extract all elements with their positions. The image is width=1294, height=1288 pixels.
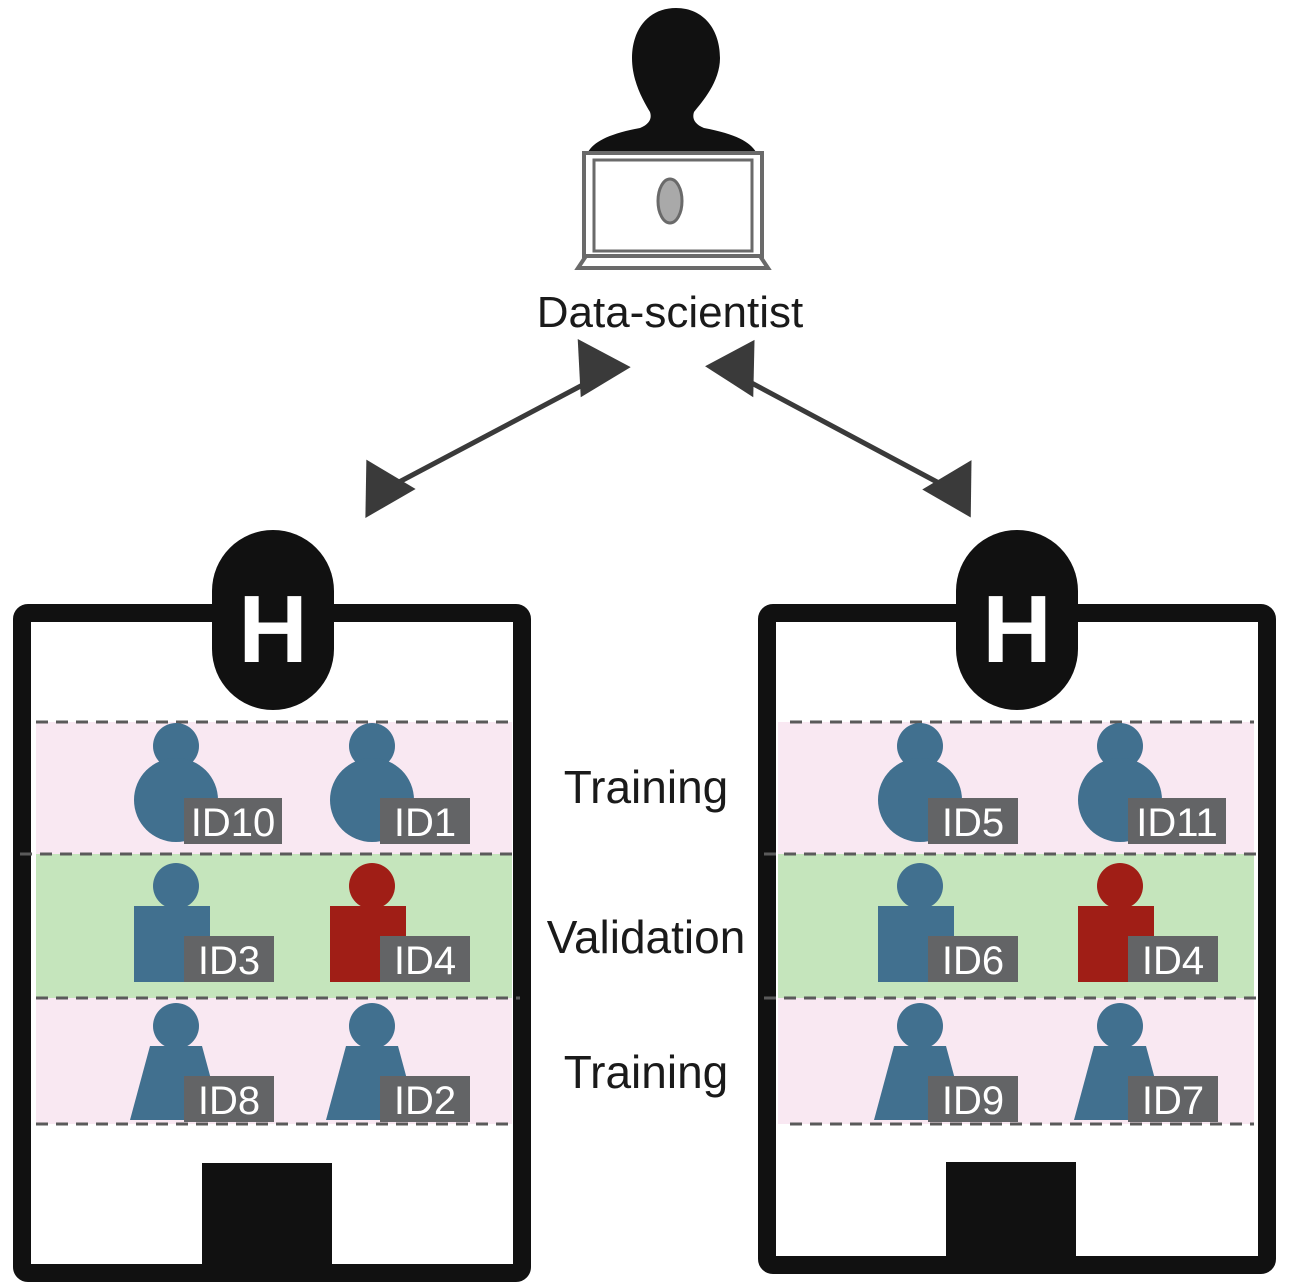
hospital-sign (956, 530, 1078, 710)
zone-label-training: Training (564, 761, 728, 813)
patient-head (153, 863, 199, 909)
hospital-door (202, 1163, 332, 1273)
patient-id-label: ID7 (1142, 1079, 1204, 1123)
patient-id-label: ID8 (198, 1079, 260, 1123)
patient-head (897, 1003, 943, 1049)
patient-head (349, 863, 395, 909)
patient-head (153, 1003, 199, 1049)
patient-figure: ID6 (878, 863, 1018, 983)
patient-figure: ID10 (134, 723, 282, 845)
patient-id-tag (928, 798, 1018, 844)
patient-head (897, 723, 943, 769)
patient-id-label: ID5 (942, 801, 1004, 845)
person-at-laptop-icon (574, 8, 772, 270)
hospital-left: H (13, 530, 531, 1282)
patient-figure: ID4 (330, 863, 470, 983)
patient-id-tag (184, 936, 274, 982)
patient-figure: ID9 (874, 1003, 1018, 1123)
patient-id-tag (928, 1076, 1018, 1122)
patient-id-label: ID11 (1136, 801, 1218, 845)
patient-figure: ID8 (130, 1003, 274, 1123)
arrow-right-hospital (705, 339, 972, 518)
patient-head (897, 863, 943, 909)
patient-id-tag (184, 798, 282, 844)
patient-figure: ID5 (878, 723, 1018, 845)
patient-head (1097, 1003, 1143, 1049)
patient-id-tag (1128, 1076, 1218, 1122)
scientist-label: Data-scientist (537, 288, 804, 337)
patient-id-label: ID1 (394, 801, 456, 845)
patient-head (153, 723, 199, 769)
patient-id-tag (928, 936, 1018, 982)
zone-label-validation: Validation (547, 911, 746, 963)
patient-figure: ID7 (1074, 1003, 1218, 1123)
patient-head (1097, 723, 1143, 769)
patient-id-label: ID6 (942, 939, 1004, 983)
patient-id-tag (184, 1076, 274, 1122)
patient-figure: ID3 (134, 863, 274, 983)
arrow-left-hospital (365, 338, 631, 518)
hospital-sign (212, 530, 334, 710)
patient-id-tag (1128, 936, 1218, 982)
hospital-door (946, 1162, 1076, 1265)
patient-id-label: ID10 (191, 801, 276, 845)
patient-head (349, 723, 395, 769)
patient-id-tag (380, 798, 470, 844)
hospital-h-icon: H (982, 576, 1051, 683)
patient-id-tag (380, 936, 470, 982)
patient-id-label: ID4 (1142, 939, 1204, 983)
zone-label-training: Training (564, 1046, 728, 1098)
patient-head (349, 1003, 395, 1049)
patient-id-label: ID3 (198, 939, 260, 983)
patient-id-tag (1128, 798, 1226, 844)
patient-id-tag (380, 1076, 470, 1122)
patient-id-label: ID2 (394, 1079, 456, 1123)
patient-figure: ID11 (1078, 723, 1226, 845)
hospital-h-icon: H (238, 576, 307, 683)
hospital-right: H (758, 530, 1276, 1274)
patient-head (1097, 863, 1143, 909)
patient-id-label: ID4 (394, 939, 456, 983)
patient-figure: ID2 (326, 1003, 470, 1123)
patient-id-label: ID9 (942, 1079, 1004, 1123)
patient-figure: ID1 (330, 723, 470, 845)
patient-figure: ID4 (1078, 863, 1218, 983)
